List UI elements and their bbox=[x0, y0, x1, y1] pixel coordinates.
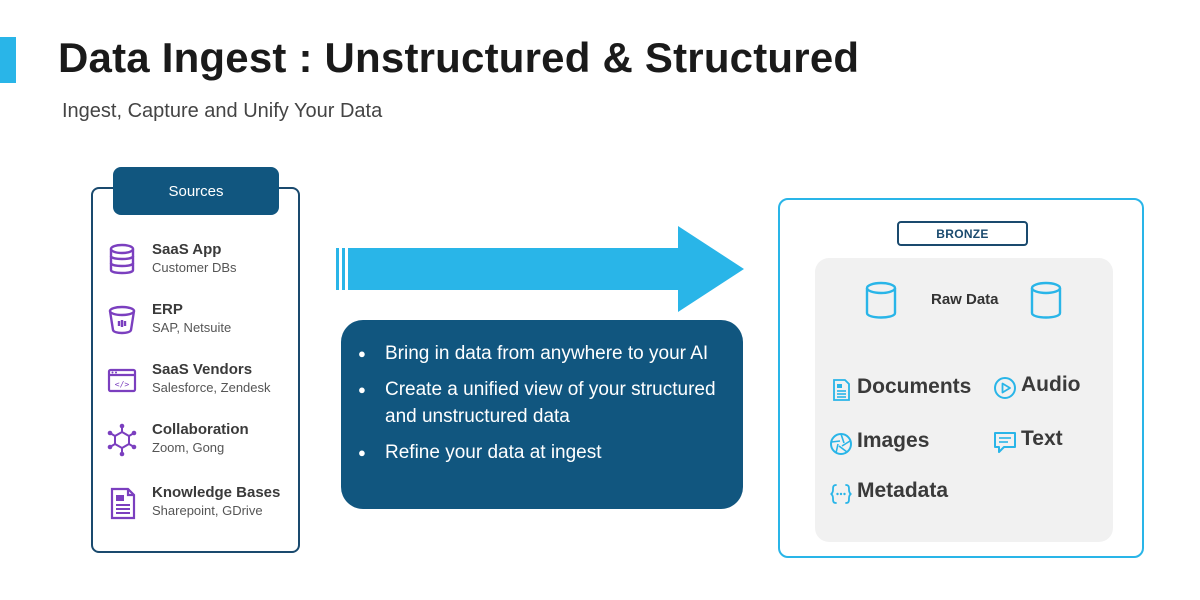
source-desc: Customer DBs bbox=[152, 260, 237, 275]
bucket-icon bbox=[108, 305, 136, 335]
bronze-label: BRONZE bbox=[897, 221, 1028, 246]
document-icon bbox=[833, 379, 850, 401]
data-type-label: Audio bbox=[1021, 373, 1081, 396]
benefits-panel: Bring in data from anywhere to your AI C… bbox=[341, 320, 743, 509]
source-name: Collaboration bbox=[152, 421, 249, 438]
database-icon bbox=[865, 281, 897, 319]
play-circle-icon bbox=[994, 377, 1016, 399]
source-desc: Zoom, Gong bbox=[152, 440, 225, 455]
source-name: ERP bbox=[152, 301, 183, 318]
source-item-saas-vendors: </> SaaS Vendors Salesforce, Zendesk bbox=[106, 361, 296, 405]
svg-text:</>: </> bbox=[115, 380, 130, 389]
curly-braces-icon bbox=[830, 484, 852, 504]
data-type-label: Metadata bbox=[857, 479, 949, 502]
raw-data-panel bbox=[815, 258, 1113, 542]
bronze-layer-panel bbox=[778, 198, 1144, 558]
source-desc: SAP, Netsuite bbox=[152, 320, 232, 335]
camera-aperture-icon bbox=[830, 433, 852, 455]
raw-data-label: Raw Data bbox=[931, 291, 999, 308]
benefit-item: Create a unified view of your structured… bbox=[358, 376, 727, 430]
source-item-saas-app: SaaS App Customer DBs bbox=[106, 241, 296, 285]
source-desc: Salesforce, Zendesk bbox=[152, 380, 271, 395]
sources-header: Sources bbox=[113, 167, 279, 215]
database-icon bbox=[109, 243, 135, 275]
source-name: SaaS Vendors bbox=[152, 361, 253, 378]
source-name: SaaS App bbox=[152, 241, 222, 258]
page-subtitle: Ingest, Capture and Unify Your Data bbox=[62, 100, 383, 122]
page-title: Data Ingest : Unstructured & Structured bbox=[58, 34, 860, 81]
database-icon bbox=[1030, 281, 1062, 319]
benefit-item: Bring in data from anywhere to your AI bbox=[358, 340, 727, 367]
data-type-label: Documents bbox=[857, 375, 972, 398]
title-accent-bar bbox=[0, 37, 16, 83]
source-item-erp: ERP SAP, Netsuite bbox=[106, 301, 296, 345]
code-window-icon: </> bbox=[107, 368, 137, 393]
document-icon bbox=[110, 487, 136, 520]
source-desc: Sharepoint, GDrive bbox=[152, 503, 263, 518]
flow-arrow bbox=[336, 226, 744, 312]
benefit-item: Refine your data at ingest bbox=[358, 439, 727, 466]
data-type-label: Images bbox=[857, 429, 930, 452]
source-item-knowledge-bases: Knowledge Bases Sharepoint, GDrive bbox=[106, 484, 296, 528]
chat-bubble-icon bbox=[994, 432, 1016, 453]
source-item-collaboration: Collaboration Zoom, Gong bbox=[106, 421, 296, 465]
source-name: Knowledge Bases bbox=[152, 484, 281, 501]
network-hub-icon bbox=[107, 423, 137, 457]
data-type-label: Text bbox=[1021, 427, 1063, 450]
